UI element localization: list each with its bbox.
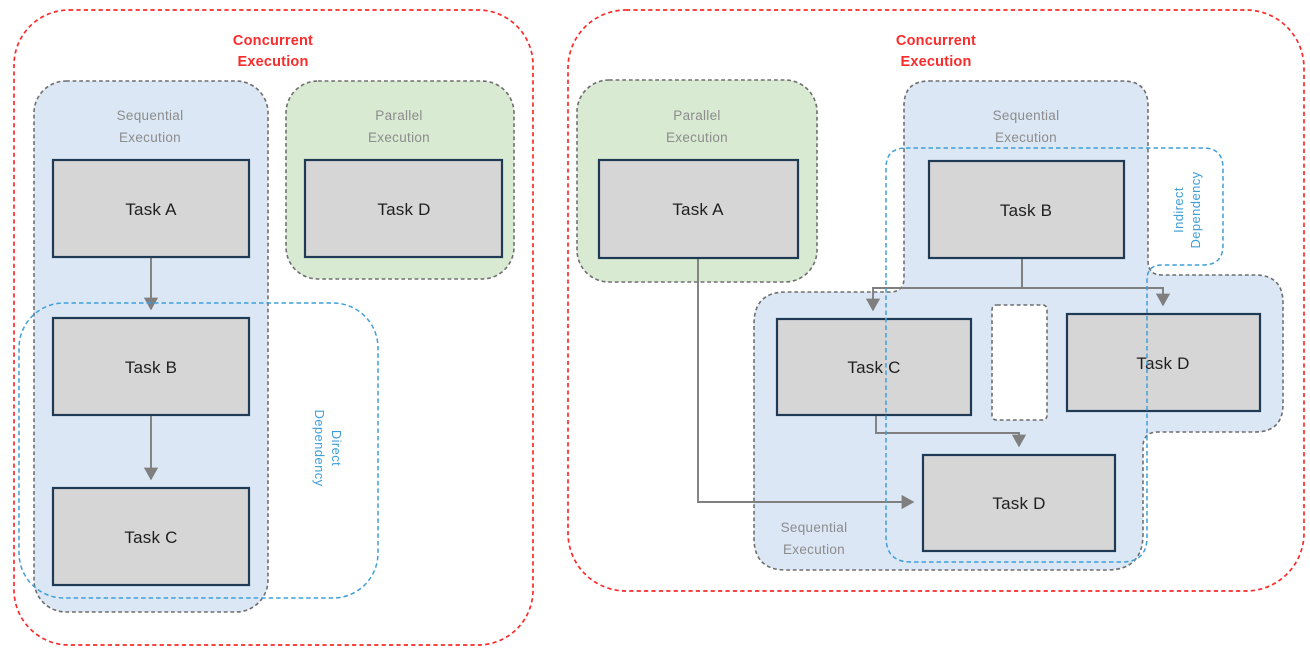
indirect-dependency-line1: Indirect bbox=[1171, 187, 1186, 233]
right-concurrent-outline bbox=[567, 9, 1305, 592]
concurrent-label-line1: Concurrent bbox=[233, 33, 313, 49]
right-parallel-label: Parallel Execution bbox=[666, 108, 728, 145]
task-box-rect bbox=[597, 158, 800, 260]
task-b-label: Task B bbox=[1000, 201, 1052, 220]
task-box-rect bbox=[1065, 312, 1262, 413]
indirect-dependency-line2: Dependency bbox=[1188, 171, 1203, 248]
arrow-task-a-to-task-d-lower bbox=[697, 258, 915, 510]
right-task-d-upper-box: Task D bbox=[1065, 312, 1262, 413]
right-concurrent-label: Concurrent Execution bbox=[896, 33, 976, 70]
task-box-rect bbox=[51, 316, 251, 417]
indirect-dependency-label: Indirect Dependency bbox=[1171, 171, 1203, 248]
task-box-rect bbox=[51, 486, 251, 587]
task-b-label: Task B bbox=[125, 358, 177, 377]
concurrent-label-line2: Execution bbox=[237, 54, 308, 70]
left-concurrent-execution-panel: Task A Task B Task C Task D Concurrent E… bbox=[13, 9, 534, 646]
task-box-rect bbox=[303, 158, 504, 259]
parallel-label-line1: Parallel bbox=[673, 108, 720, 123]
sequential-bottom-label-line1: Sequential bbox=[781, 520, 848, 535]
task-c-label: Task C bbox=[847, 358, 900, 377]
concurrent-label-line2: Execution bbox=[900, 54, 971, 70]
sequential-bottom-label-line2: Execution bbox=[783, 542, 845, 557]
sequential-top-label-line1: Sequential bbox=[993, 108, 1060, 123]
parallel-label-line2: Execution bbox=[666, 130, 728, 145]
task-a-label: Task A bbox=[672, 200, 724, 219]
direct-dependency-line2: Dependency bbox=[312, 410, 327, 487]
task-box-rect bbox=[927, 159, 1126, 260]
right-task-b-box: Task B bbox=[927, 159, 1126, 260]
left-task-b-box: Task B bbox=[51, 316, 251, 417]
task-d-upper-label: Task D bbox=[1136, 354, 1189, 373]
left-sequential-label: Sequential Execution bbox=[117, 108, 184, 145]
left-task-c-box: Task C bbox=[51, 486, 251, 587]
sequential-label-line1: Sequential bbox=[117, 108, 184, 123]
left-task-d-box: Task D bbox=[303, 158, 504, 259]
right-concurrent-execution-panel: Task A Task B Task C Task D Task D Concu… bbox=[567, 9, 1305, 592]
task-a-label: Task A bbox=[125, 200, 177, 219]
task-c-label: Task C bbox=[124, 528, 177, 547]
task-d-label: Task D bbox=[377, 200, 430, 219]
right-sequential-bottom-label: Sequential Execution bbox=[781, 520, 848, 557]
parallel-label-line1: Parallel bbox=[375, 108, 422, 123]
right-task-d-lower-box: Task D bbox=[921, 453, 1117, 553]
sequential-top-label-line2: Execution bbox=[995, 130, 1057, 145]
left-parallel-label: Parallel Execution bbox=[368, 108, 430, 145]
concurrent-label-line1: Concurrent bbox=[896, 33, 976, 49]
task-box-rect bbox=[51, 158, 251, 259]
arrow-task-c-to-task-d-lower bbox=[875, 415, 1027, 448]
task-box-rect bbox=[775, 317, 973, 417]
arrow-task-b-to-task-d-upper bbox=[1021, 258, 1171, 307]
right-task-c-box: Task C bbox=[775, 317, 973, 417]
right-task-a-box: Task A bbox=[597, 158, 800, 260]
parallel-label-line2: Execution bbox=[368, 130, 430, 145]
left-concurrent-label: Concurrent Execution bbox=[233, 33, 313, 70]
left-task-a-box: Task A bbox=[51, 158, 251, 259]
right-sequential-top-label: Sequential Execution bbox=[993, 108, 1060, 145]
indirect-dependency-outline bbox=[885, 147, 1224, 563]
direct-dependency-line1: Direct bbox=[329, 430, 344, 466]
task-box-rect bbox=[921, 453, 1117, 553]
task-d-lower-label: Task D bbox=[992, 494, 1045, 513]
sequential-label-line2: Execution bbox=[119, 130, 181, 145]
direct-dependency-label: Direct Dependency bbox=[312, 410, 344, 487]
left-concurrent-outline bbox=[13, 9, 534, 646]
